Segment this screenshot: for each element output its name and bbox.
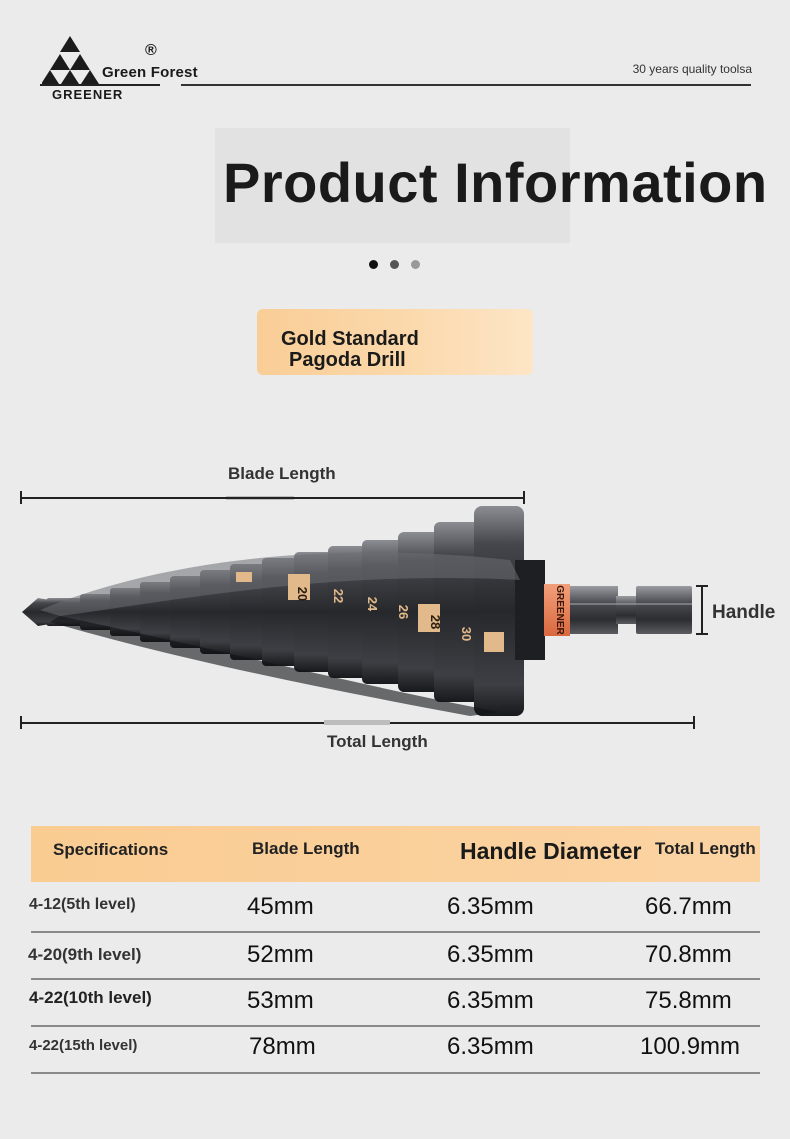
- row-4-spec: 4-22(15th level): [29, 1037, 138, 1054]
- table-header: [31, 826, 760, 882]
- row-3-blade: 53mm: [247, 987, 314, 1014]
- logo-divider: [40, 84, 160, 86]
- row-4-blade: 78mm: [249, 1033, 316, 1060]
- total-length-label: Total Length: [327, 732, 428, 751]
- handle-bracket-bottom: [696, 633, 708, 635]
- row-1-blade: 45mm: [247, 893, 314, 920]
- registered-mark: ®: [145, 42, 157, 59]
- pagination-dot-1[interactable]: [369, 260, 378, 269]
- blade-length-label: Blade Length: [228, 464, 336, 483]
- header-specifications: Specifications: [53, 840, 169, 859]
- brand-name: Green Forest: [102, 64, 198, 81]
- handle-label: Handle: [712, 602, 776, 623]
- blade-tick-right: [523, 491, 525, 504]
- row-divider: [31, 1025, 760, 1027]
- handle-bracket-top: [696, 585, 708, 587]
- row-1-total: 66.7mm: [645, 893, 732, 920]
- step-mark-22: 22: [331, 589, 346, 603]
- badge-line-1: Gold Standard: [281, 328, 419, 350]
- row-1-handle: 6.35mm: [447, 893, 534, 920]
- logo-trees-icon: [41, 34, 102, 86]
- row-4-total: 100.9mm: [640, 1033, 741, 1060]
- step-mark-30: 30: [459, 627, 474, 641]
- row-2-total: 70.8mm: [645, 941, 732, 968]
- title-backdrop: [215, 128, 570, 243]
- header-handle-diameter: Handle Diameter: [460, 838, 642, 864]
- label-overline: [324, 720, 390, 725]
- row-1-spec: 4-12(5th level): [29, 896, 136, 913]
- header-divider: [181, 84, 751, 86]
- header-blade-length: Blade Length: [252, 839, 360, 858]
- blade-length-line: [21, 497, 524, 499]
- row-2-blade: 52mm: [247, 941, 314, 968]
- badge-line-2: Pagoda Drill: [289, 349, 406, 371]
- total-tick-left: [20, 716, 22, 729]
- blade-tick-left: [20, 491, 22, 504]
- step-mark-26: 26: [396, 605, 411, 619]
- step-mark-20: 20: [295, 587, 310, 601]
- row-divider: [31, 931, 760, 933]
- row-divider: [31, 1072, 760, 1074]
- row-divider: [31, 978, 760, 980]
- row-2-spec: 4-20(9th level): [28, 945, 142, 964]
- pagination-dot-3[interactable]: [411, 260, 420, 269]
- row-2-handle: 6.35mm: [447, 941, 534, 968]
- pagination-dot-2[interactable]: [390, 260, 399, 269]
- row-3-total: 75.8mm: [645, 987, 732, 1014]
- brand-sub: GREENER: [52, 87, 124, 102]
- row-4-handle: 6.35mm: [447, 1033, 534, 1060]
- row-3-handle: 6.35mm: [447, 987, 534, 1014]
- total-tick-right: [693, 716, 695, 729]
- step-mark-28: 28: [428, 615, 443, 629]
- handle-bracket: [701, 585, 703, 635]
- page-title: Product Information: [223, 151, 768, 214]
- step-drill-image: 20 22 24 26 28 30 GREENER: [20, 500, 700, 722]
- header-total-length: Total Length: [655, 839, 756, 858]
- product-badge: [257, 309, 533, 375]
- step-mark-24: 24: [365, 597, 380, 612]
- row-3-spec: 4-22(10th level): [29, 988, 152, 1007]
- collar-brand: GREENER: [554, 585, 565, 635]
- tagline: 30 years quality toolsa: [632, 62, 752, 76]
